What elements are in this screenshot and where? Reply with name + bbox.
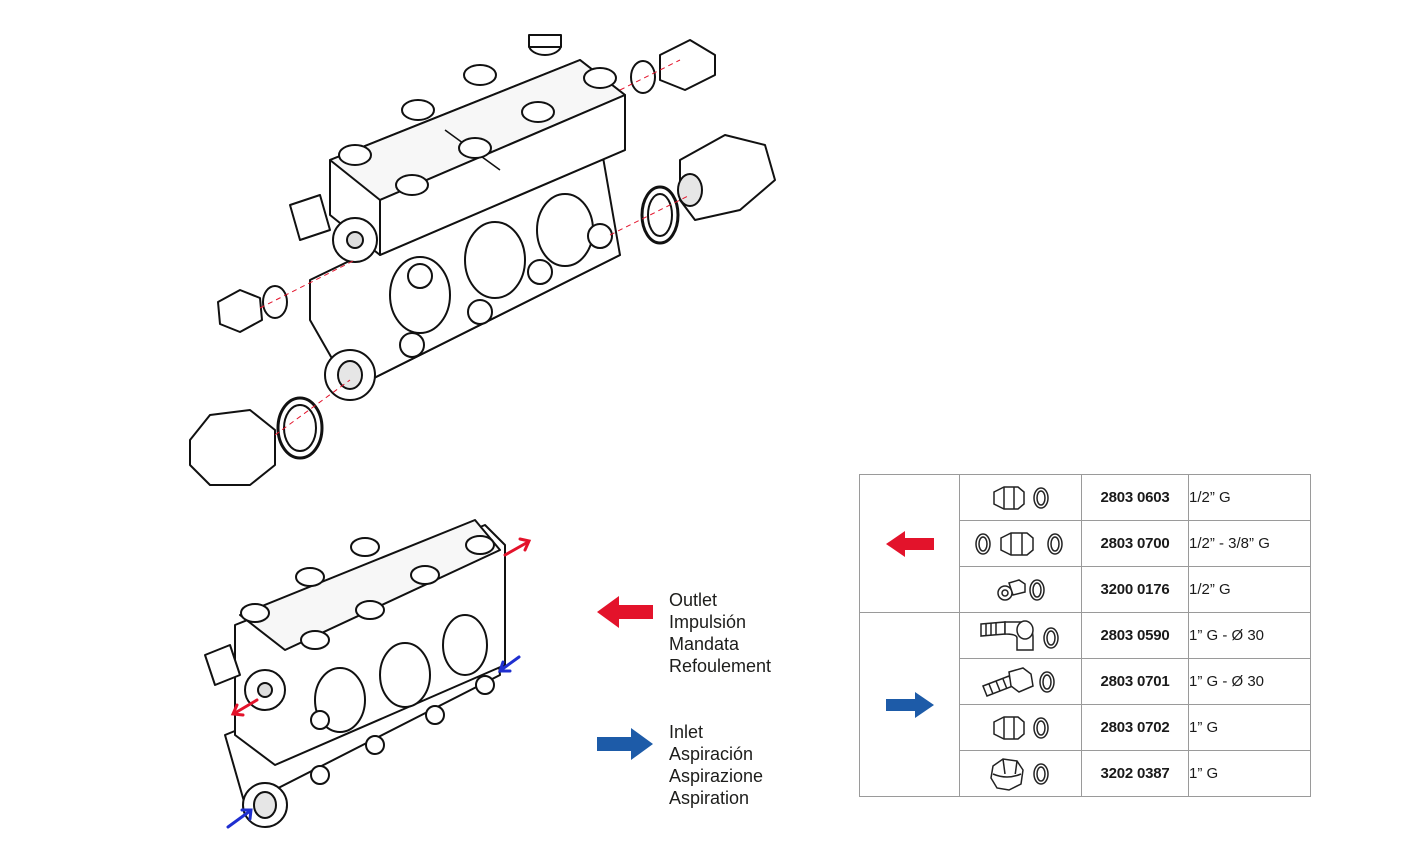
part-code: 2803 0702 bbox=[1081, 704, 1189, 751]
table-row: 2803 0701 1” G - Ø 30 bbox=[860, 658, 1311, 705]
part-image-cell bbox=[959, 704, 1082, 751]
inlet-label-it: Aspirazione bbox=[669, 766, 764, 786]
table-row: 2803 0590 1” G - Ø 30 bbox=[859, 612, 1311, 797]
part-thread: 1” G bbox=[1188, 750, 1311, 797]
outlet-label-fr: Refoulement bbox=[669, 656, 772, 676]
assembled-manifold-drawing bbox=[204, 519, 532, 829]
table-row: 2803 0700 1/2” - 3/8” G bbox=[860, 520, 1311, 567]
part-thread: 1/2” G bbox=[1188, 474, 1311, 521]
part-thread: 1” G bbox=[1188, 704, 1311, 751]
inlet-legend: Inlet Aspiración Aspirazione Aspiration bbox=[669, 721, 763, 809]
part-code: 2803 0590 bbox=[1081, 612, 1189, 659]
part-image-cell bbox=[959, 658, 1082, 705]
outlet-label-it: Mandata bbox=[669, 634, 740, 654]
part-thread: 1” G - Ø 30 bbox=[1188, 658, 1311, 705]
inlet-label-en: Inlet bbox=[669, 722, 704, 742]
outlet-label-es: Impulsión bbox=[669, 612, 747, 632]
part-code: 2803 0603 bbox=[1081, 474, 1189, 521]
part-code: 3200 0176 bbox=[1081, 566, 1189, 613]
outlet-arrow-icon bbox=[597, 596, 653, 628]
part-image-cell bbox=[959, 566, 1082, 613]
exploded-manifold-drawing bbox=[189, 34, 776, 486]
blue-right-arrow-icon bbox=[885, 691, 934, 718]
part-image-cell bbox=[959, 750, 1082, 797]
inlet-label-fr: Aspiration bbox=[669, 788, 750, 808]
table-row: 3202 0387 1” G bbox=[860, 750, 1311, 797]
part-code: 3202 0387 bbox=[1081, 750, 1189, 797]
part-thread: 1” G - Ø 30 bbox=[1188, 612, 1311, 659]
table-row: 2803 0702 1” G bbox=[860, 704, 1311, 751]
part-thread: 1/2” - 3/8” G bbox=[1188, 520, 1311, 567]
straight-hose-tail-with-washer-icon bbox=[981, 666, 1055, 697]
red-left-arrow-icon bbox=[885, 530, 934, 557]
part-image-cell bbox=[959, 612, 1082, 659]
outlet-label-en: Outlet bbox=[669, 590, 718, 610]
inlet-label-es: Aspiración bbox=[669, 744, 754, 764]
elbow-hose-tail-with-washer-icon bbox=[979, 619, 1059, 651]
hex-plug-with-washer-icon bbox=[989, 757, 1049, 791]
part-code: 2803 0701 bbox=[1081, 658, 1189, 705]
nipple-with-washer-icon bbox=[992, 485, 1049, 510]
table-row: 3200 0176 1/2” G bbox=[860, 566, 1311, 613]
part-thread: 1/2” G bbox=[1188, 566, 1311, 613]
table-row: 2803 0603 1/2” G bbox=[859, 474, 1311, 613]
nipple-with-two-washers-icon bbox=[974, 531, 1063, 556]
part-code: 2803 0700 bbox=[1081, 520, 1189, 567]
outlet-group-cell bbox=[859, 474, 960, 613]
part-image-cell bbox=[959, 474, 1082, 521]
inlet-group-cell bbox=[859, 612, 960, 797]
fittings-table: 2803 0603 1/2” G 2803 0700 1/2” - 3/8” G bbox=[859, 474, 1311, 797]
part-image-cell bbox=[959, 520, 1082, 567]
outlet-legend: Outlet Impulsión Mandata Refoulement bbox=[669, 589, 771, 677]
small-plug-with-washer-icon bbox=[996, 578, 1045, 601]
nipple-with-washer-icon bbox=[992, 715, 1049, 740]
inlet-arrow-icon bbox=[597, 728, 653, 760]
